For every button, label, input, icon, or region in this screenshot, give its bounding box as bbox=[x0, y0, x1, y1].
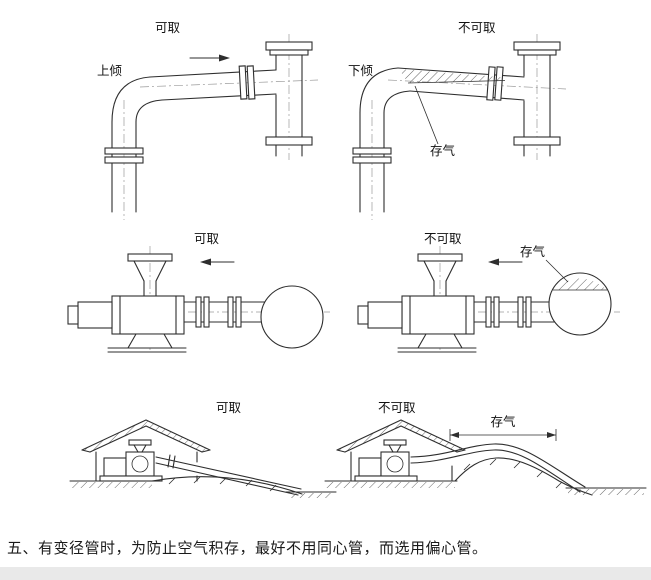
air-pocket-hatch bbox=[553, 278, 607, 291]
air-pocket-hatch bbox=[399, 69, 506, 84]
air-pocket-dimension bbox=[449, 429, 557, 441]
row3-right-air-label: 存气 bbox=[490, 414, 516, 429]
air-pocket-leader bbox=[414, 85, 439, 145]
diagram-pump-unacceptable: 不可取 存气 bbox=[357, 232, 620, 353]
row1-right-air-label: 存气 bbox=[430, 143, 456, 158]
diagram-pumphouse-unacceptable: 存气 不可取 bbox=[324, 401, 647, 496]
row1-left-title: 可取 bbox=[155, 21, 181, 35]
row1-right-slope-label: 下倾 bbox=[348, 64, 373, 78]
flow-arrow-left-icon bbox=[200, 258, 235, 266]
flow-arrow-left-icon bbox=[488, 258, 523, 266]
row3-right-title: 不可取 bbox=[378, 401, 416, 415]
diagram-pump-acceptable: 可取 bbox=[67, 232, 330, 353]
large-pipe-end-view bbox=[260, 285, 324, 349]
diagram-elbow-unacceptable: 不可取 下倾 存气 bbox=[348, 21, 567, 220]
row2-left-title: 可取 bbox=[194, 232, 220, 246]
row3-left-title: 可取 bbox=[216, 401, 242, 415]
air-pocket-leader bbox=[545, 259, 569, 283]
diagram-pumphouse-acceptable: 可取 bbox=[69, 401, 337, 498]
diagram-elbow-acceptable: 可取 上倾 bbox=[97, 21, 319, 220]
row1-left-slope-label: 上倾 bbox=[97, 64, 122, 78]
flow-arrow-right-icon bbox=[189, 54, 230, 62]
caption-text: 五、有变径管时，为防止空气积存，最好不用同心管，而选用偏心管。 bbox=[7, 540, 488, 557]
row2-right-air-label: 存气 bbox=[520, 244, 546, 259]
bottom-strip bbox=[0, 567, 651, 580]
row2-right-title: 不可取 bbox=[424, 232, 462, 246]
row1-right-title: 不可取 bbox=[458, 21, 496, 35]
